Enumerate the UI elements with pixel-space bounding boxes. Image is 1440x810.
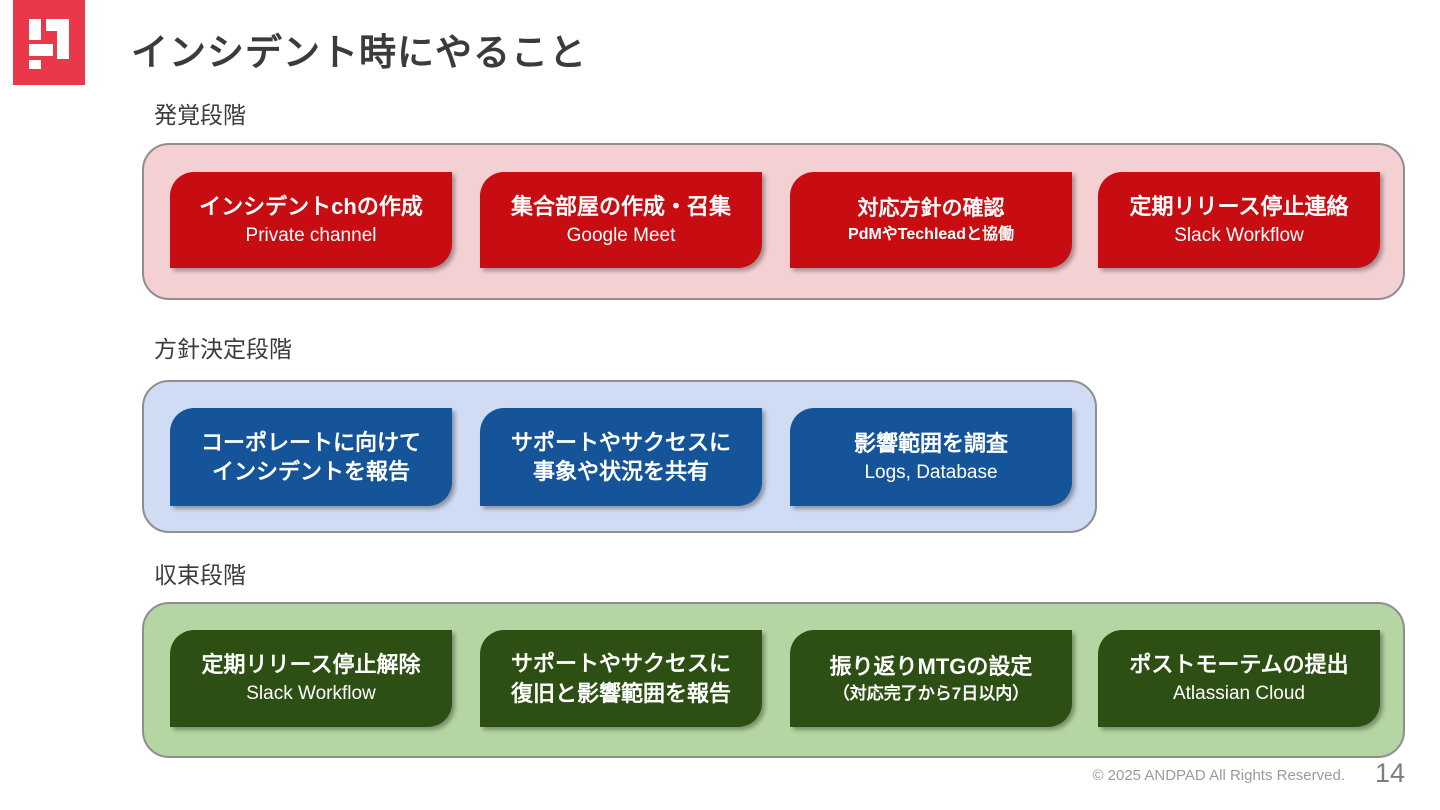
task-card: ポストモーテムの提出 Atlassian Cloud bbox=[1098, 630, 1380, 727]
phase-label-resolution: 収束段階 bbox=[154, 562, 246, 588]
task-card: 振り返りMTGの設定 （対応完了から7日以内） bbox=[790, 630, 1072, 727]
card-subtitle: Atlassian Cloud bbox=[1172, 683, 1306, 705]
card-subtitle: Private channel bbox=[245, 224, 377, 246]
phase-container-detection: インシデントchの作成 Private channel 集合部屋の作成・召集 G… bbox=[142, 143, 1405, 300]
task-card: サポートやサクセスに 事象や状況を共有 bbox=[480, 408, 762, 506]
card-subtitle: インシデントを報告 bbox=[211, 459, 410, 484]
task-card: サポートやサクセスに 復旧と影響範囲を報告 bbox=[480, 630, 762, 727]
task-card: 集合部屋の作成・召集 Google Meet bbox=[480, 172, 762, 268]
card-title: 定期リリース停止解除 bbox=[201, 652, 421, 678]
andpad-logo bbox=[13, 0, 85, 85]
phase-container-resolution: 定期リリース停止解除 Slack Workflow サポートやサクセスに 復旧と… bbox=[142, 602, 1405, 758]
card-title: 影響範囲を調査 bbox=[853, 430, 1008, 456]
page-number: 14 bbox=[1374, 758, 1405, 788]
footer-copyright: © 2025 ANDPAD All Rights Reserved. bbox=[1092, 767, 1345, 784]
task-card: 定期リリース停止解除 Slack Workflow bbox=[170, 630, 452, 727]
card-subtitle: Slack Workflow bbox=[246, 683, 376, 705]
card-title: ポストモーテムの提出 bbox=[1129, 652, 1349, 678]
card-title: 対応方針の確認 bbox=[857, 196, 1005, 220]
card-title: コーポレートに向けて bbox=[200, 429, 421, 455]
card-title: サポートやサクセスに bbox=[510, 429, 731, 455]
phase-label-policy: 方針決定段階 bbox=[154, 336, 292, 362]
page-title: インシデント時にやること bbox=[131, 32, 587, 73]
card-subtitle: Logs, Database bbox=[864, 461, 998, 483]
card-title: 振り返りMTGの設定 bbox=[829, 653, 1033, 679]
task-card: 影響範囲を調査 Logs, Database bbox=[790, 408, 1072, 506]
card-subtitle: （対応完了から7日以内） bbox=[832, 683, 1030, 703]
card-subtitle: Google Meet bbox=[566, 224, 676, 246]
andpad-logo-mark-icon bbox=[29, 18, 69, 69]
card-subtitle: Slack Workflow bbox=[1174, 224, 1304, 246]
card-title: 定期リリース停止連絡 bbox=[1129, 193, 1349, 219]
card-title: インシデントchの作成 bbox=[199, 193, 423, 219]
phase-label-detection: 発覚段階 bbox=[154, 102, 246, 128]
card-title: サポートやサクセスに bbox=[510, 651, 731, 677]
card-title: 集合部屋の作成・召集 bbox=[510, 193, 731, 219]
task-card: インシデントchの作成 Private channel bbox=[170, 172, 452, 268]
card-subtitle: PdMやTechleadと協働 bbox=[848, 226, 1014, 244]
task-card: 定期リリース停止連絡 Slack Workflow bbox=[1098, 172, 1380, 268]
task-card: 対応方針の確認 PdMやTechleadと協働 bbox=[790, 172, 1072, 268]
phase-container-policy: コーポレートに向けて インシデントを報告 サポートやサクセスに 事象や状況を共有… bbox=[142, 380, 1097, 533]
card-subtitle: 復旧と影響範囲を報告 bbox=[510, 680, 731, 706]
card-subtitle: 事象や状況を共有 bbox=[532, 459, 709, 484]
task-card: コーポレートに向けて インシデントを報告 bbox=[170, 408, 452, 506]
